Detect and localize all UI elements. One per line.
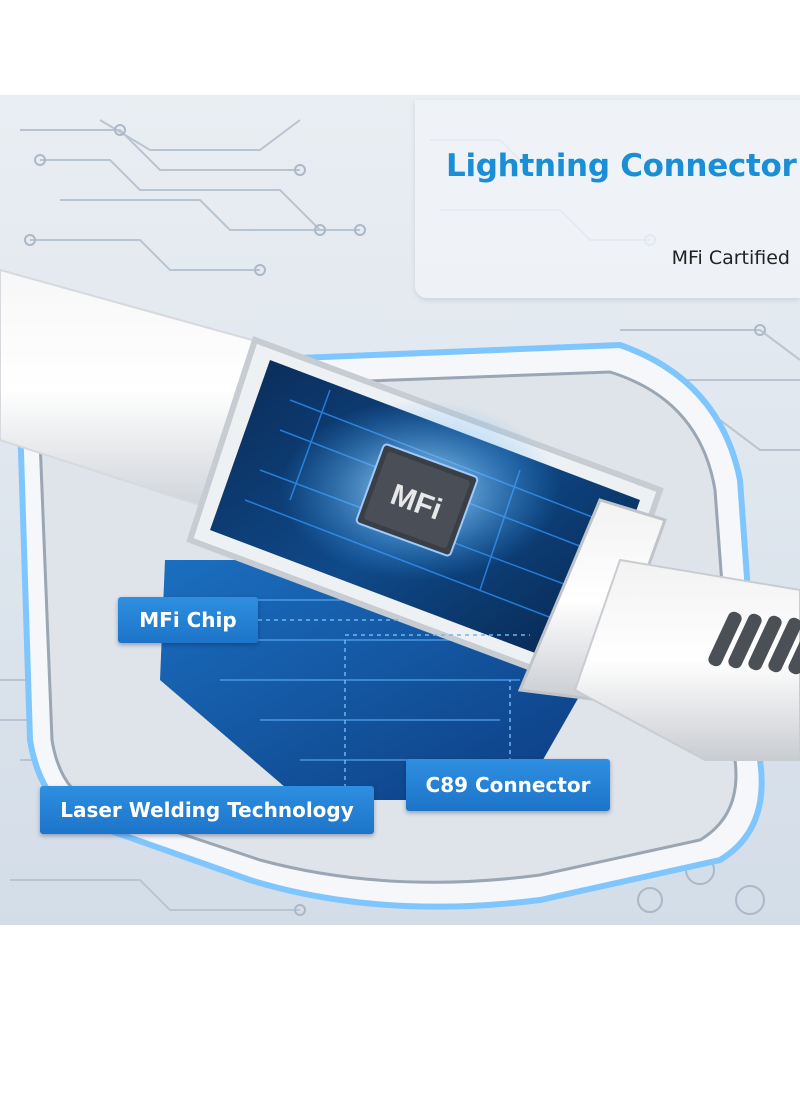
- title-card: [415, 100, 800, 298]
- mfi-chip: MFi: [355, 443, 479, 557]
- plug-pins: [708, 611, 800, 675]
- certification-subtitle: MFi Cartified: [671, 247, 790, 269]
- lightning-plug: [573, 558, 800, 761]
- callout-laser-welding: Laser Welding Technology: [40, 786, 374, 834]
- leader-lines: [258, 619, 530, 800]
- page-title: Lightning Connector: [446, 148, 797, 184]
- callout-mfi-chip: MFi Chip: [118, 597, 258, 643]
- callout-c89-connector: C89 Connector: [406, 759, 610, 811]
